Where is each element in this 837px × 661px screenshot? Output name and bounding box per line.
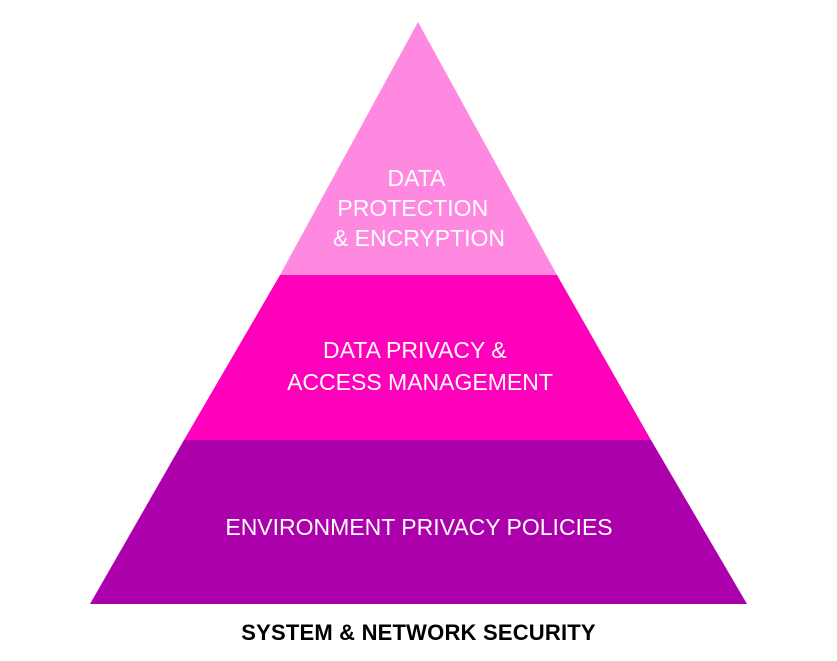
tier-bottom-shape xyxy=(90,440,747,604)
tier-bottom-label-line-1: ENVIRONMENT PRIVACY POLICIES xyxy=(225,514,612,540)
tier-top-label-line-1: DATA xyxy=(387,165,446,191)
tier-top-label-line-2: PROTECTION xyxy=(337,195,488,221)
pyramid-base-caption: SYSTEM & NETWORK SECURITY xyxy=(241,620,596,645)
tier-top-label-line-3: & ENCRYPTION xyxy=(333,225,505,251)
tier-bottom-label: ENVIRONMENT PRIVACY POLICIES xyxy=(225,514,612,540)
tier-middle-label: DATA PRIVACY & ACCESS MANAGEMENT xyxy=(287,337,553,395)
tier-middle-shape xyxy=(184,275,651,440)
tier-middle-label-line-2: ACCESS MANAGEMENT xyxy=(287,369,553,395)
tier-top-shape xyxy=(280,22,557,275)
tier-middle-label-line-1: DATA PRIVACY & xyxy=(323,337,507,363)
tier-top-label: DATA PROTECTION & ENCRYPTION xyxy=(333,165,505,251)
